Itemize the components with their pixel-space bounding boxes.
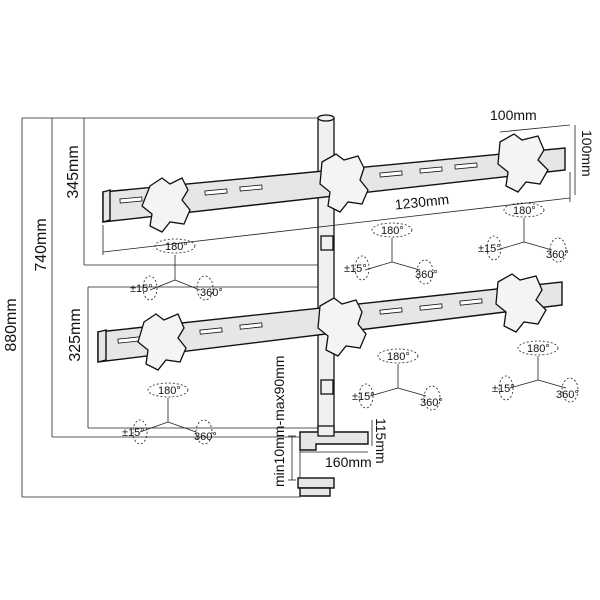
tilt-label-lc: ±15°	[352, 391, 375, 403]
vesa-plate-lower-right	[495, 273, 547, 333]
width-dimension	[102, 124, 576, 255]
rotation-indicator-lower-left	[132, 382, 213, 445]
swivel-label-ur: 180°	[513, 205, 536, 217]
swivel-label-lr: 180°	[527, 343, 550, 355]
tilt-label-ur: ±15°	[478, 243, 501, 255]
dimension-lines	[21, 117, 330, 498]
rotate-label-uc: 360°	[415, 269, 438, 281]
rotation-indicator-lower-center	[358, 348, 441, 411]
tilt-label-lr: ±15°	[492, 383, 515, 395]
vesa-plate-lower-center	[317, 297, 367, 357]
rotation-indicator-upper-right	[486, 202, 567, 263]
rotation-indicator-upper-left	[142, 238, 214, 301]
rotate-label-lr: 360°	[556, 389, 579, 401]
swivel-label-ll: 180°	[158, 385, 181, 397]
rotate-label-ul: 360°	[200, 287, 223, 299]
total-height-label: 880mm	[3, 298, 20, 351]
upper-bar-slots	[119, 162, 478, 204]
rotate-label-ll: 360°	[194, 431, 217, 443]
vesa-plate-upper-right	[497, 133, 549, 193]
vesa-plates	[137, 133, 549, 371]
swivel-label-lc: 180°	[387, 351, 410, 363]
clamp-height-label: 115mm	[373, 418, 389, 464]
tilt-label-uc: ±15°	[344, 263, 367, 275]
vesa-plate-upper-left	[141, 177, 191, 233]
bar-width-label: 1230mm	[394, 191, 450, 213]
swivel-label-uc: 180°	[381, 225, 404, 237]
vesa-width-label: 100mm	[490, 107, 537, 123]
upper-height-label: 740mm	[33, 218, 50, 271]
upper-tier-label: 345mm	[65, 145, 82, 198]
vesa-height-label: 100mm	[579, 130, 595, 177]
desk-clamp	[288, 420, 373, 497]
tilt-label-ll: ±15°	[122, 427, 145, 439]
swivel-label-ul: 180°	[165, 241, 188, 253]
rotate-label-ur: 360°	[546, 249, 569, 261]
vesa-plate-lower-left	[137, 313, 187, 371]
clamp-depth-label: 160mm	[325, 454, 372, 470]
rotation-indicator-lower-right	[498, 340, 579, 403]
clamp-range-label: min10mm-max90mm	[271, 356, 287, 487]
rotation-indicator-upper-center	[354, 222, 434, 285]
rotate-label-lc: 360°	[420, 397, 443, 409]
vesa-plate-upper-center	[319, 153, 369, 213]
lower-tier-label: 325mm	[67, 308, 84, 361]
tilt-label-ul: ±15°	[130, 283, 153, 295]
